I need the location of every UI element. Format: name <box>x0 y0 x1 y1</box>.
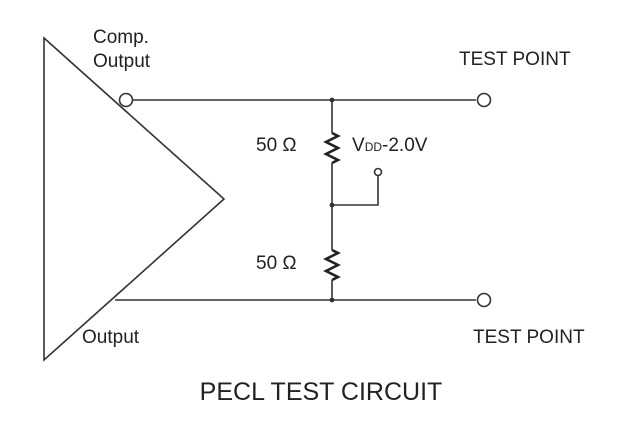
comp-output-label-line2: Output <box>93 51 151 72</box>
test-point-bottom-terminal <box>476 292 492 308</box>
resistor-top <box>323 131 341 165</box>
test-point-bottom-label: TEST POINT <box>473 327 585 348</box>
vdd-supply-label: VDD-2.0V <box>352 135 428 156</box>
resistor-bottom <box>323 248 341 282</box>
diagram-caption: PECL TEST CIRCUIT <box>200 378 443 406</box>
comp-output-label-line1: Comp. <box>93 27 149 48</box>
test-point-top-label: TEST POINT <box>459 49 571 70</box>
vdd-suffix: -2.0V <box>382 135 428 156</box>
output-label: Output <box>82 327 140 348</box>
vdd-prefix: V <box>352 135 365 156</box>
comp-output-terminal <box>118 92 134 108</box>
comparator-triangle <box>43 36 226 362</box>
vdd-supply-terminal <box>373 167 383 177</box>
resistor-top-label: 50 Ω <box>256 135 297 156</box>
resistor-bottom-label: 50 Ω <box>256 253 297 274</box>
vdd-subscript: DD <box>365 140 383 154</box>
test-point-top-terminal <box>476 92 492 108</box>
supply-wire <box>332 176 379 206</box>
